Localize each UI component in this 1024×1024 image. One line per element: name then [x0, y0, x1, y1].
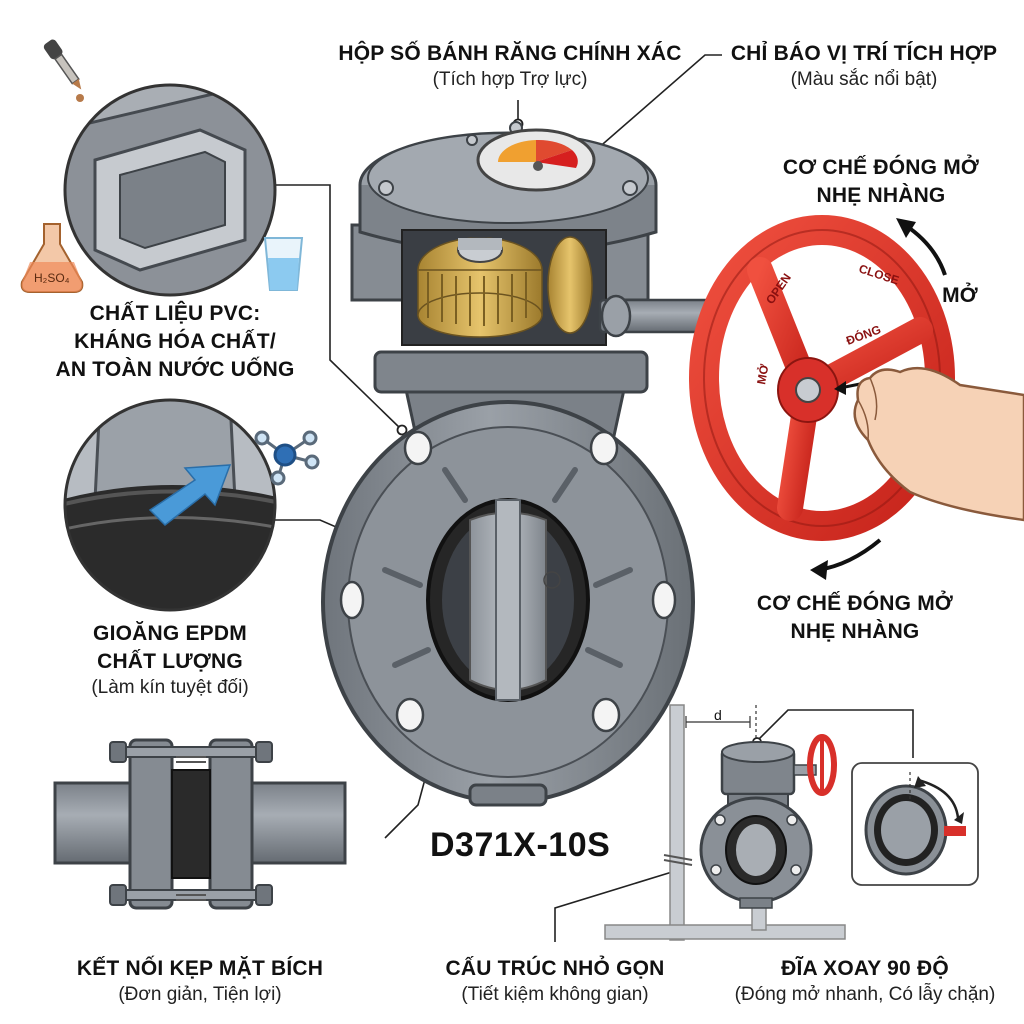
dropper-icon	[43, 39, 82, 90]
gearbox-title: HỘP SỐ BÁNH RĂNG CHÍNH XÁC	[338, 42, 682, 65]
dimension-label: d	[714, 707, 722, 723]
handwheel-bottom-label: CƠ CHẾ ĐÓNG MỞ NHẸ NHÀNG	[740, 590, 970, 646]
handwheel-bottom-line1: CƠ CHẾ ĐÓNG MỞ	[756, 592, 954, 615]
flask-icon: H₂SO₄	[20, 223, 84, 293]
open-arrow-label: MỞ	[942, 284, 978, 307]
pvc-detail-circle	[63, 83, 277, 297]
disc-rotation-inset	[851, 762, 979, 886]
handwheel-top-line1: CƠ CHẾ ĐÓNG MỞ	[782, 156, 980, 179]
compact-label: CẤU TRÚC NHỎ GỌN (Tiết kiệm không gian)	[420, 955, 690, 1007]
pvc-line3: AN TOÀN NƯỚC UỐNG	[55, 358, 295, 381]
handwheel-top-line2: NHẸ NHÀNG	[816, 184, 946, 207]
epdm-line2: CHẤT LƯỢNG	[97, 650, 243, 673]
epdm-label: GIOĂNG EPDM CHẤT LƯỢNG (Làm kín tuyệt đố…	[40, 620, 300, 700]
epdm-line1: GIOĂNG EPDM	[93, 622, 247, 645]
flange-subtitle: (Đơn giản, Tiện lợi)	[118, 984, 282, 1005]
wheel-mo-text: MỞ	[753, 362, 771, 385]
disc-label: ĐĨA XOAY 90 ĐỘ (Đóng mở nhanh, Có lẫy ch…	[712, 955, 1018, 1007]
epdm-subtitle: (Làm kín tuyệt đối)	[91, 677, 249, 698]
indicator-label: CHỈ BÁO VỊ TRÍ TÍCH HỢP (Màu sắc nổi bật…	[726, 40, 1002, 92]
pvc-line1: CHẤT LIỆU PVC:	[89, 302, 261, 325]
disc-subtitle: (Đóng mở nhanh, Có lẫy chặn)	[734, 984, 996, 1005]
molecule-icon	[254, 430, 320, 486]
flask-label: H₂SO₄	[34, 271, 70, 285]
gearbox-subtitle: (Tích hợp Trợ lực)	[432, 69, 588, 90]
compact-subtitle: (Tiết kiệm không gian)	[461, 984, 649, 1005]
flange-connection	[53, 738, 347, 910]
flange-title: KẾT NỐI KẸP MẶT BÍCH	[76, 957, 324, 980]
pvc-label: CHẤT LIỆU PVC: KHÁNG HÓA CHẤT/ AN TOÀN N…	[30, 300, 320, 384]
hand-illustration	[853, 366, 1024, 522]
leader-lines	[268, 54, 914, 942]
pvc-line2: KHÁNG HÓA CHẤT/	[74, 330, 276, 353]
compact-title: CẤU TRÚC NHỎ GỌN	[445, 957, 665, 980]
water-glass-icon	[263, 237, 304, 291]
model-number: D371X-10S	[430, 826, 611, 864]
compact-install-diagram: d	[604, 704, 846, 941]
handwheel-bottom-line2: NHẸ NHÀNG	[790, 620, 920, 643]
valve-body	[321, 383, 695, 807]
disc-title: ĐĨA XOAY 90 ĐỘ	[781, 957, 949, 980]
handwheel-top-label: CƠ CHẾ ĐÓNG MỞ NHẸ NHÀNG	[766, 154, 996, 210]
indicator-title: CHỈ BÁO VỊ TRÍ TÍCH HỢP	[730, 42, 998, 65]
indicator-subtitle: (Màu sắc nổi bật)	[790, 69, 938, 90]
gearbox	[350, 121, 722, 394]
epdm-detail-circle	[63, 398, 277, 612]
flange-label: KẾT NỐI KẸP MẶT BÍCH (Đơn giản, Tiện lợi…	[30, 955, 370, 1007]
gearbox-label: HỘP SỐ BÁNH RĂNG CHÍNH XÁC (Tích hợp Trợ…	[330, 40, 690, 92]
